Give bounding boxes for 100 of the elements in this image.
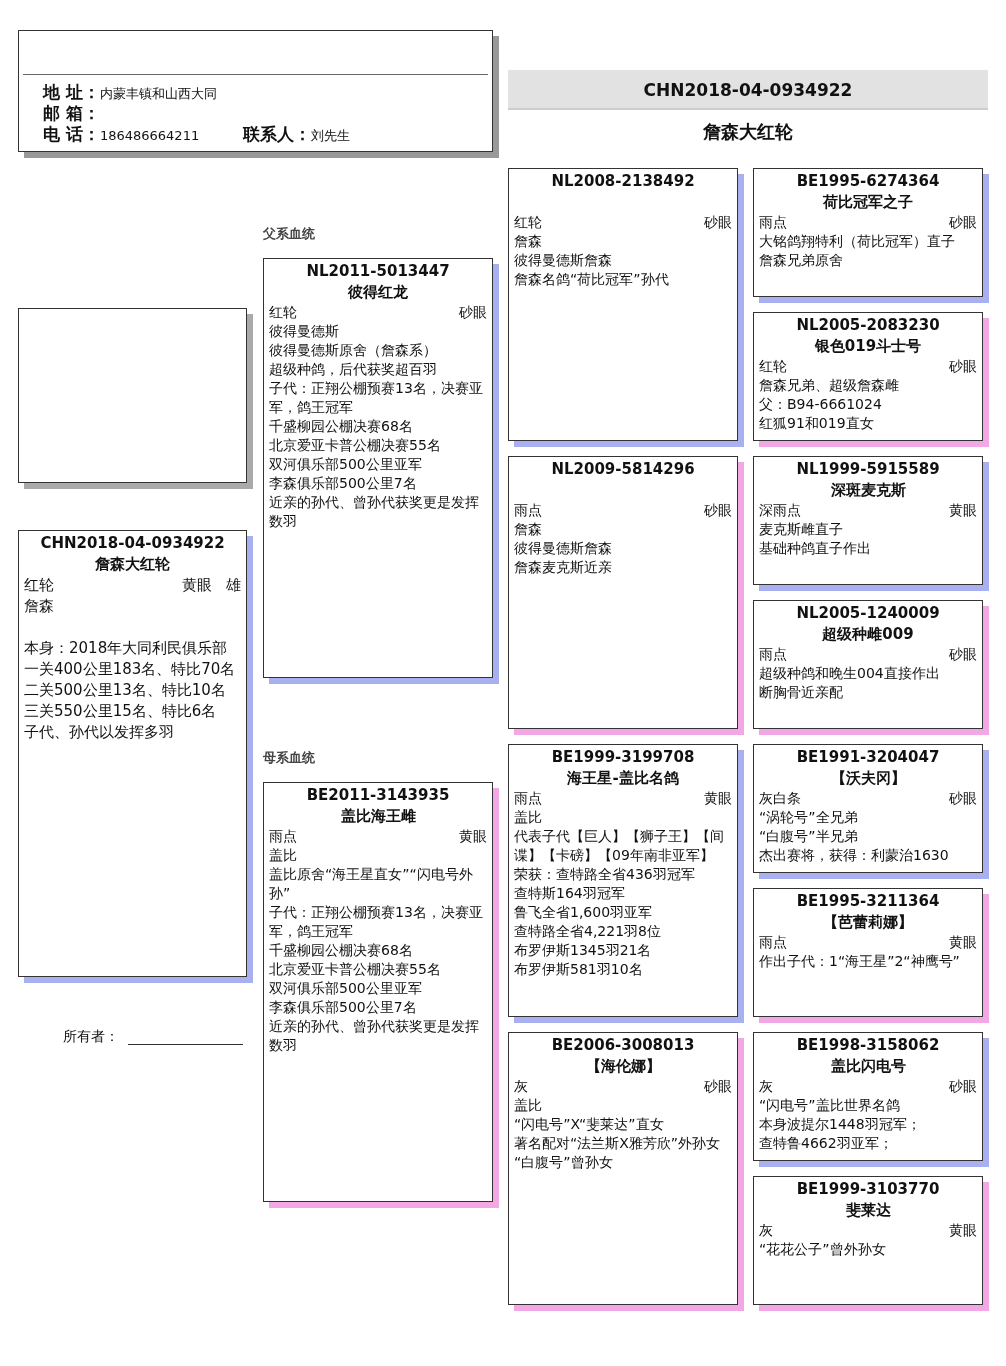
info-line: 詹森	[514, 232, 543, 251]
eye-color: 黄眼	[949, 501, 977, 520]
info-line: 三关550公里15名、特比6名	[24, 701, 218, 722]
eye-color: 砂眼	[704, 501, 732, 520]
ring-number: BE1995-3211364	[795, 891, 941, 912]
field-label: 联系人：	[243, 125, 312, 144]
info-line: 北京爱亚卡普公棚决赛55名	[269, 436, 442, 455]
feather-color: 雨点	[759, 645, 788, 664]
ring-number: BE2006-3008013	[550, 1035, 696, 1056]
info-line: “闪电号”X“斐莱达”直女	[514, 1115, 665, 1134]
info-line: 大铭鸽翔特利（荷比冠军）直子	[759, 232, 956, 251]
pigeon-name: 盖比闪电号	[829, 1056, 907, 1077]
info-line: 子代：正翔公棚预赛13名，决赛亚军，鸽王冠军	[269, 903, 484, 941]
feather-color: 红轮	[759, 357, 788, 376]
info-line: 查特路全省4,221羽8位	[514, 922, 662, 941]
ring-number: BE1995-6274364	[795, 171, 941, 192]
ring-number: BE1999-3103770	[795, 1179, 941, 1200]
info-line: “闪电号”盖比世界名鸽	[759, 1096, 901, 1115]
feather-color: 雨点	[514, 789, 543, 808]
info-line: 红狐91和019直女	[759, 414, 875, 433]
info-line: 杰出赛将，获得：利蒙治1630	[759, 846, 950, 865]
feather-color: 灰	[759, 1077, 774, 1096]
info-line: 双河俱乐部500公里亚军	[269, 455, 423, 474]
info-line: “涡轮号”全兄弟	[759, 808, 859, 827]
ring-number: CHN2018-04-0934922	[39, 533, 226, 554]
info-line: 子代：正翔公棚预赛13名，决赛亚军，鸽王冠军	[269, 379, 484, 417]
info-line: 彼得曼德斯詹森	[514, 539, 613, 558]
field-value: 186486664211	[99, 127, 200, 145]
ring-number: BE1999-3199708	[550, 747, 696, 768]
info-line: 代表子代【巨人】【狮子王】【间谍】【卡磅】【09年南非亚军】	[514, 827, 725, 865]
info-line: 盖比	[269, 846, 298, 865]
pigeon-name: 银色019斗士号	[813, 336, 923, 357]
eye-color: 黄眼	[182, 575, 212, 596]
section-label: 父系血统	[263, 225, 315, 243]
info-line: 荣获：查特路全省436羽冠军	[514, 865, 696, 884]
pigeon-name: 【沃夫冈】	[829, 768, 907, 789]
eye-color: 黄眼	[459, 827, 487, 846]
info-line: 詹森	[24, 596, 55, 617]
info-line: 北京爱亚卡普公棚决赛55名	[269, 960, 442, 979]
pigeon-name: 詹森大红轮	[94, 554, 171, 575]
feather-color: 灰	[514, 1077, 529, 1096]
info-line: 父：B94-6661024	[759, 395, 883, 414]
eye-color: 砂眼	[704, 213, 732, 232]
ring-number: NL1999-5915589	[795, 459, 941, 480]
info-line: 双河俱乐部500公里亚军	[269, 979, 423, 998]
info-line: 二关500公里13名、特比10名	[24, 680, 227, 701]
info-line: 本身：2018年大同利民俱乐部	[24, 638, 229, 659]
feather-color: 雨点	[759, 933, 788, 952]
feather-color: 雨点	[269, 827, 298, 846]
info-line: 一关400公里183名、特比70名	[24, 659, 237, 680]
pigeon-name: 盖比海王雌	[339, 806, 417, 827]
section-label: 母系血统	[263, 749, 315, 767]
info-line: 千盛柳园公棚决赛68名	[269, 941, 414, 960]
eye-color: 砂眼	[459, 303, 487, 322]
field-value: 刘先生	[311, 127, 351, 145]
info-line: 詹森	[514, 520, 543, 539]
feather-color: 灰白条	[759, 789, 802, 808]
sex-label: 雄	[226, 575, 241, 596]
info-line: 詹森麦克斯近亲	[514, 558, 613, 577]
info-line: 盖比	[514, 1096, 543, 1115]
field-label: 邮 箱：	[43, 104, 100, 123]
field-value: 内蒙丰镇和山西大同	[99, 85, 217, 103]
ring-number: BE1991-3204047	[795, 747, 941, 768]
info-line: 盖比原舍“海王星直女”“闪电号外孙”	[269, 865, 474, 903]
eye-color: 黄眼	[949, 1221, 977, 1240]
feather-color: 雨点	[514, 501, 543, 520]
eye-color: 砂眼	[949, 1077, 977, 1096]
ring-number: NL2009-5814296	[550, 459, 696, 480]
eye-color: 砂眼	[704, 1077, 732, 1096]
ring-number: BE2011-3143935	[305, 785, 451, 806]
info-line: “白腹号”半兄弟	[759, 827, 859, 846]
pigeon-name: 深斑麦克斯	[829, 480, 907, 501]
info-line: 查特鲁4662羽亚军；	[759, 1134, 894, 1153]
info-line: “花花公子”曾外孙女	[759, 1240, 887, 1259]
info-line: 布罗伊斯581羽10名	[514, 960, 644, 979]
ring-number: NL2008-2138492	[550, 171, 696, 192]
info-line: 鲁飞全省1,600羽亚军	[514, 903, 654, 922]
pigeon-name: 彼得红龙	[347, 282, 409, 303]
field-label: 地 址：	[43, 83, 100, 102]
info-line: “白腹号”曾孙女	[514, 1153, 614, 1172]
pigeon-name-heading: 詹森大红轮	[702, 120, 794, 144]
info-line: 基础种鸽直子作出	[759, 539, 872, 558]
info-line: 近亲的孙代、曾孙代获奖更是发挥数羽	[269, 493, 480, 531]
ring-number-banner: CHN2018-04-0934922	[508, 70, 988, 110]
pigeon-name: 【海伦娜】	[584, 1056, 662, 1077]
info-line: 麦克斯雌直子	[759, 520, 844, 539]
info-line: 查特斯164羽冠军	[514, 884, 626, 903]
info-line: 作出子代：1“海王星”2“神鹰号”	[759, 952, 961, 971]
info-line: 彼得曼德斯詹森	[514, 251, 613, 270]
field-label: 电 话：	[43, 125, 100, 144]
info-line: 彼得曼德斯原舍（詹森系）	[269, 341, 438, 360]
eye-color: 砂眼	[949, 357, 977, 376]
info-line: 千盛柳园公棚决赛68名	[269, 417, 414, 436]
info-line: 断胸骨近亲配	[759, 683, 844, 702]
info-line: 子代、孙代以发挥多羽	[24, 722, 175, 743]
info-line: 李森俱乐部500公里7名	[269, 474, 418, 493]
info-line: 詹森兄弟、超级詹森雌	[759, 376, 900, 395]
pigeon-name: 海王星-盖比名鸽	[566, 768, 680, 789]
owner-label: 所有者：	[63, 1028, 119, 1046]
info-line: 超级种鸽，后代获奖超百羽	[269, 360, 438, 379]
